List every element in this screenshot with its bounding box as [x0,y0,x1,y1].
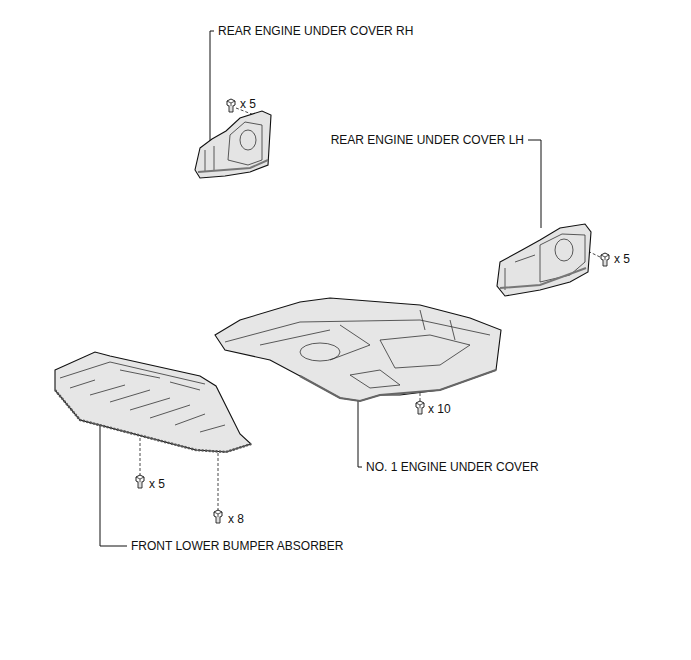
bolt-icons [136,99,609,523]
part-name: REAR ENGINE UNDER COVER LH [331,133,524,147]
rear-cover-lh [497,224,591,296]
part-name: REAR ENGINE UNDER COVER RH [218,24,413,38]
front-lower-bumper-absorber [55,352,251,452]
part-name: NO. 1 ENGINE UNDER COVER [366,460,539,474]
part-name: FRONT LOWER BUMPER ABSORBER [131,539,343,553]
quantity-label: x 5 [149,477,165,491]
no1-engine-under-cover [215,298,501,401]
quantity-label: x 10 [428,402,451,416]
quantity-label: x 5 [614,252,630,266]
quantity-label: x 8 [228,512,244,526]
rear-cover-rh [195,111,271,178]
quantity-label: x 5 [240,97,256,111]
leader-lines [100,31,541,546]
